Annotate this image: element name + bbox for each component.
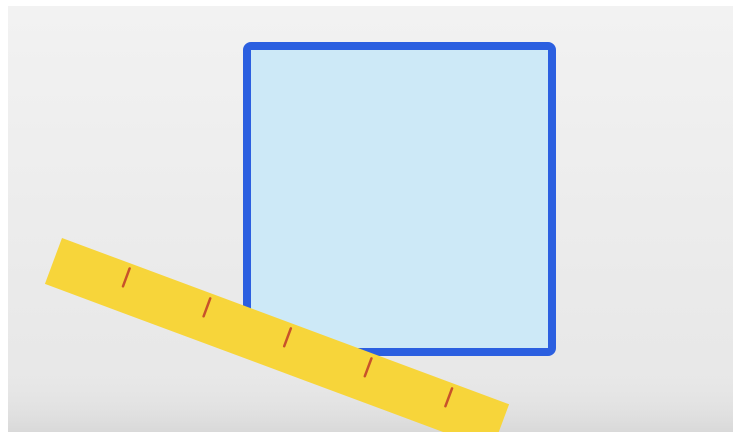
- blue-square: [247, 46, 552, 352]
